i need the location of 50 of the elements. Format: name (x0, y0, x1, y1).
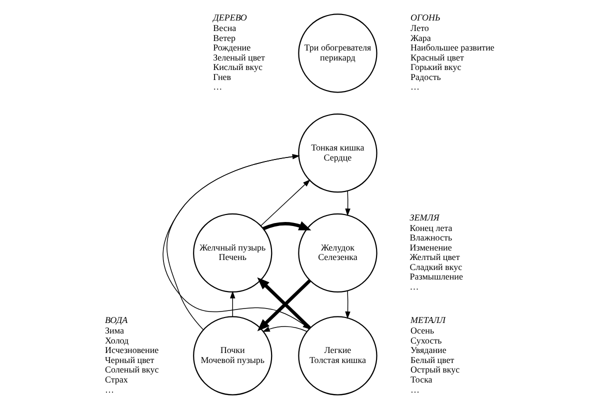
label: Увядание (410, 345, 446, 356)
label: Кислый вкус (212, 62, 262, 72)
label: Размышление (409, 272, 463, 282)
label: Желтый цвет (409, 252, 460, 262)
label: Осень (410, 326, 434, 336)
node-circle: Желчный пузырь Печень (192, 213, 272, 293)
label: Лето (410, 23, 428, 34)
label: Жара (410, 32, 430, 43)
label: МЕТАЛЛ (410, 315, 445, 326)
label: Исчезновение (104, 345, 158, 356)
node-circle: Легкие Толстая кишка (298, 316, 377, 396)
node-circle: Тонкая кишка Сердце (298, 113, 377, 193)
label: Красный цвет (410, 52, 464, 62)
label: Острый вкус (410, 364, 460, 375)
label: Влажность (409, 232, 452, 243)
label: Рождение (212, 42, 250, 53)
label: … (212, 82, 222, 92)
label: … (104, 384, 114, 394)
label: Белый цвет (410, 354, 454, 365)
arrow (344, 290, 350, 319)
label: Холод (104, 335, 128, 346)
arrow (262, 326, 307, 332)
label: Сладкий вкус (409, 262, 462, 272)
arrow (260, 179, 310, 226)
label: Радость (410, 72, 440, 82)
label: Соленый вкус (104, 364, 158, 375)
label: … (409, 281, 418, 292)
label: ЗЕМЛЯ (409, 212, 439, 222)
arrow (344, 190, 350, 216)
label: Зеленый цвет (212, 52, 264, 62)
label: Страх (104, 374, 128, 384)
label: … (410, 82, 420, 92)
label: ВОДА (104, 315, 128, 326)
arrow (262, 221, 311, 230)
label: Конец лета (409, 222, 452, 233)
label: Зима (104, 326, 124, 336)
node-circle: Три обогревателя перикард (298, 14, 377, 93)
label: Наибольшее развитие (410, 42, 494, 53)
label: … (410, 384, 420, 394)
arrow (230, 290, 235, 318)
label: Сухость (410, 335, 442, 346)
label: Весна (212, 23, 236, 34)
label: ДЕРЕВО (212, 12, 246, 23)
label: Ветер (212, 32, 236, 43)
label: Изменение (409, 242, 452, 252)
label: Гнев (212, 72, 231, 82)
label: ОГОНЬ (410, 12, 440, 23)
label: Горький вкус (410, 62, 461, 72)
label: Тоска (410, 374, 432, 384)
label: Черный цвет (104, 354, 154, 365)
